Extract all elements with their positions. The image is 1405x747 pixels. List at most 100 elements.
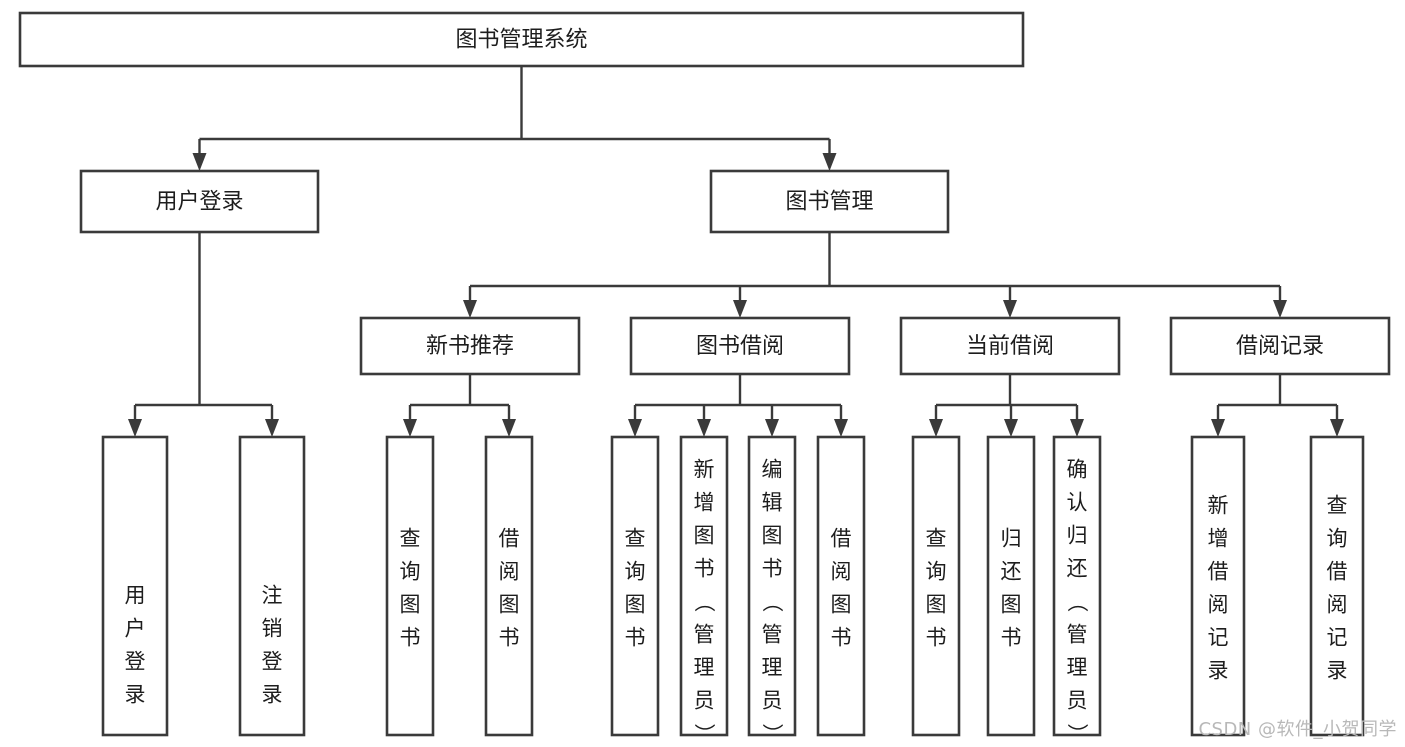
- node-label-char: 用: [125, 584, 146, 608]
- arrow-head-icon: [1070, 419, 1084, 437]
- node-box[interactable]: [629, 316, 851, 376]
- arrow-head-icon: [697, 419, 711, 437]
- node-label-char: 新: [1208, 494, 1229, 518]
- node-box[interactable]: [101, 435, 169, 737]
- arrow-head-icon: [128, 419, 142, 437]
- node-label-char: 阅: [499, 560, 520, 584]
- node-label-char: 借: [1208, 560, 1229, 584]
- node-current-borrow[interactable]: 当前借阅: [899, 316, 1121, 376]
- arrow-head-icon: [822, 153, 837, 171]
- node-label-char: 员: [1067, 689, 1088, 713]
- node-label-char: ）: [692, 723, 716, 744]
- node-label-char: 查: [400, 527, 421, 551]
- node-box[interactable]: [1169, 316, 1391, 376]
- node-label-char: 查: [625, 527, 646, 551]
- node-label-char: （: [1065, 591, 1089, 612]
- node-label-char: 书: [762, 557, 783, 581]
- node-root[interactable]: 图书管理系统: [18, 11, 1025, 68]
- node-label: 新书推荐: [426, 334, 514, 359]
- node-label-char: 户: [125, 617, 146, 641]
- node-box[interactable]: [709, 169, 950, 234]
- node-book-manage[interactable]: 图书管理: [709, 169, 950, 234]
- node-box[interactable]: [238, 435, 306, 737]
- node-label-char: 书: [1001, 626, 1022, 650]
- node-leaf-user-login[interactable]: 用户登录: [101, 435, 169, 737]
- node-label-char: 注: [262, 584, 283, 608]
- node-label-char: 认: [1067, 491, 1088, 515]
- node-box[interactable]: [18, 11, 1025, 68]
- node-box[interactable]: [986, 435, 1036, 737]
- node-label: 用户登录: [155, 190, 243, 215]
- node-layer: 图书管理系统用户登录图书管理新书推荐图书借阅当前借阅借阅记录用户登录注销登录查询…: [18, 11, 1391, 744]
- node-label: 图书管理系统: [455, 28, 587, 53]
- node-box[interactable]: [1052, 435, 1102, 737]
- node-label-char: 归: [1067, 524, 1088, 548]
- node-box[interactable]: [79, 169, 320, 234]
- arrow-head-icon: [463, 300, 477, 318]
- node-label-char: 管: [1067, 623, 1088, 647]
- arrow-head-icon: [628, 419, 642, 437]
- node-label-char: 确: [1067, 458, 1088, 482]
- node-label: 当前借阅: [966, 334, 1054, 359]
- node-label-char: 管: [694, 623, 715, 647]
- node-label-char: 书: [694, 557, 715, 581]
- node-label-char: 图: [831, 593, 852, 617]
- node-label-char: 借: [499, 527, 520, 551]
- node-label: 借阅记录: [1236, 334, 1324, 359]
- node-label-char: 编: [762, 458, 783, 482]
- node-box[interactable]: [1309, 435, 1365, 737]
- node-label-char: 书: [400, 626, 421, 650]
- node-box[interactable]: [679, 435, 729, 737]
- node-new-book-rec[interactable]: 新书推荐: [359, 316, 581, 376]
- node-box[interactable]: [610, 435, 660, 737]
- connector-layer: [128, 66, 1344, 437]
- node-label-char: ）: [760, 723, 784, 744]
- arrow-head-icon: [733, 300, 747, 318]
- node-box[interactable]: [816, 435, 866, 737]
- node-label-char: 图: [762, 524, 783, 548]
- arrow-head-icon: [1003, 300, 1017, 318]
- node-label-char: 图: [694, 524, 715, 548]
- arrow-head-icon: [1211, 419, 1225, 437]
- node-label-char: 理: [762, 656, 783, 680]
- node-box[interactable]: [911, 435, 961, 737]
- node-box[interactable]: [747, 435, 797, 737]
- arrow-head-icon: [929, 419, 943, 437]
- arrow-head-icon: [834, 419, 848, 437]
- node-label-char: 图: [400, 593, 421, 617]
- node-book-borrow[interactable]: 图书借阅: [629, 316, 851, 376]
- node-user-login[interactable]: 用户登录: [79, 169, 320, 234]
- node-label-char: 询: [1327, 527, 1348, 551]
- node-box[interactable]: [484, 435, 534, 737]
- node-label-char: 增: [694, 491, 715, 515]
- node-label-char: 录: [1327, 659, 1348, 683]
- node-label-char: 询: [926, 560, 947, 584]
- node-borrow-record[interactable]: 借阅记录: [1169, 316, 1391, 376]
- node-label-char: 阅: [1327, 593, 1348, 617]
- arrow-head-icon: [1004, 419, 1018, 437]
- node-box[interactable]: [385, 435, 435, 737]
- node-box[interactable]: [359, 316, 581, 376]
- node-label-char: 书: [831, 626, 852, 650]
- node-label-char: 阅: [831, 560, 852, 584]
- node-label-char: 图: [625, 593, 646, 617]
- node-label-char: 图: [499, 593, 520, 617]
- node-box[interactable]: [899, 316, 1121, 376]
- node-label-char: 阅: [1208, 593, 1229, 617]
- node-box[interactable]: [1190, 435, 1246, 737]
- node-label-char: 归: [1001, 527, 1022, 551]
- node-label-char: 增: [1208, 527, 1229, 551]
